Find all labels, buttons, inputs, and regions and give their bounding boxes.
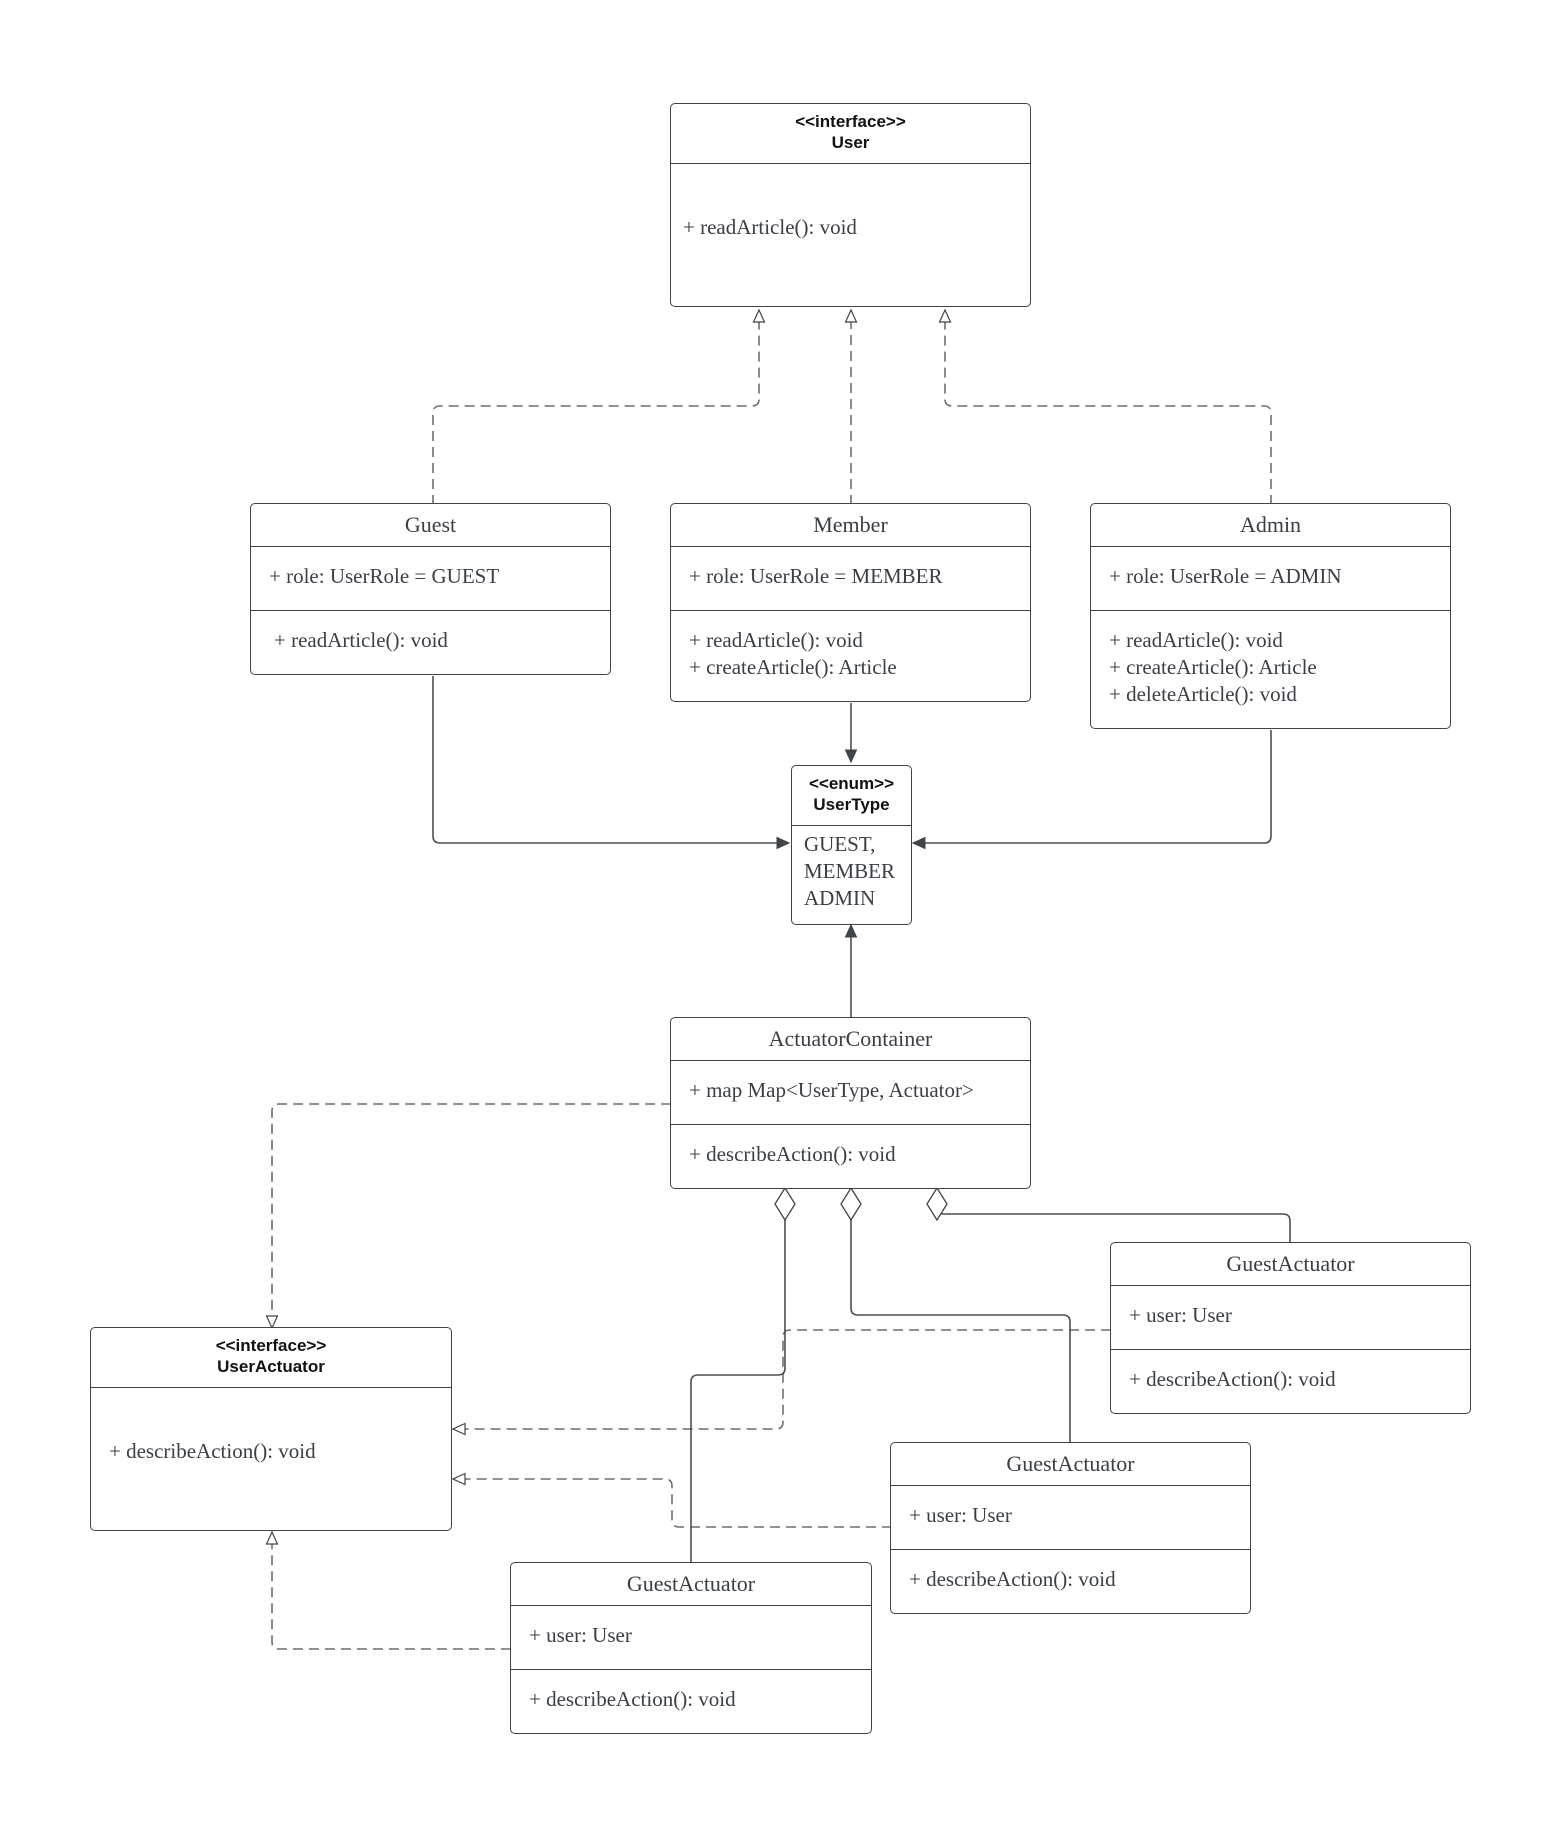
usertype-name: UserType [813, 795, 890, 814]
admin-method: + createArticle(): Article [1109, 655, 1317, 679]
member-method: + createArticle(): Article [689, 655, 897, 679]
actuator-container-name: ActuatorContainer [768, 1026, 933, 1051]
usertype-value: GUEST, [804, 832, 876, 856]
user-actuator-stereotype: <<interface>> [215, 1336, 327, 1355]
aggregation-middle-actuator [851, 1188, 1071, 1443]
member-attribute: + role: UserRole = MEMBER [689, 564, 943, 588]
usertype-value: MEMBER [804, 859, 896, 883]
actuator-container-attribute: + map Map<UserType, Actuator> [689, 1078, 974, 1102]
guest-actuator-bottom-method: + describeAction(): void [529, 1687, 736, 1711]
dependency-container-to-user-actuator [272, 1103, 671, 1328]
usertype-stereotype: <<enum>> [808, 774, 895, 793]
guest-actuator-right-name: GuestActuator [1226, 1251, 1355, 1276]
user-stereotype: <<interface>> [795, 112, 906, 131]
guest-actuator-right-method: + describeAction(): void [1129, 1367, 1336, 1391]
user-actuator-method: + describeAction(): void [109, 1439, 316, 1463]
association-admin-to-usertype [913, 730, 1272, 843]
member-method: + readArticle(): void [689, 628, 863, 652]
guest-actuator-middle-name: GuestActuator [1006, 1451, 1135, 1476]
enum-usertype[interactable]: <<enum>> UserType GUEST, MEMBER ADMIN [791, 765, 912, 925]
class-guest[interactable]: Guest + role: UserRole = GUEST + readArt… [250, 503, 611, 675]
realization-admin-to-user [945, 310, 1272, 505]
aggregation-bottom-actuator [690, 1188, 785, 1563]
guest-actuator-middle-method: + describeAction(): void [909, 1567, 1116, 1591]
realization-middle-actuator-to-user-actuator [453, 1479, 892, 1528]
guest-class-name: Guest [404, 512, 457, 537]
guest-attribute: + role: UserRole = GUEST [269, 564, 500, 588]
aggregation-right-actuator [937, 1188, 1291, 1243]
admin-class-name: Admin [1239, 512, 1302, 537]
guest-method: + readArticle(): void [274, 628, 448, 652]
admin-method: + deleteArticle(): void [1109, 682, 1297, 706]
class-guest-actuator-middle[interactable]: GuestActuator + user: User + describeAct… [890, 1442, 1251, 1614]
guest-actuator-bottom-attribute: + user: User [529, 1623, 632, 1647]
member-class-name: Member [813, 512, 888, 537]
usertype-value: ADMIN [804, 886, 876, 910]
class-actuator-container[interactable]: ActuatorContainer + map Map<UserType, Ac… [670, 1017, 1031, 1189]
class-member[interactable]: Member + role: UserRole = MEMBER + readA… [670, 503, 1031, 702]
user-method: + readArticle(): void [683, 215, 857, 239]
guest-actuator-bottom-name: GuestActuator [626, 1571, 756, 1596]
association-guest-to-usertype [432, 676, 789, 843]
class-guest-actuator-bottom[interactable]: GuestActuator + user: User + describeAct… [510, 1562, 872, 1734]
realization-guest-to-user [432, 310, 759, 505]
class-admin[interactable]: Admin + role: UserRole = ADMIN + readArt… [1090, 503, 1451, 729]
class-guest-actuator-right[interactable]: GuestActuator + user: User + describeAct… [1110, 1242, 1471, 1414]
class-user-actuator-interface[interactable]: <<interface>> UserActuator + describeAct… [90, 1327, 452, 1531]
admin-method: + readArticle(): void [1109, 628, 1283, 652]
user-class-name: User [831, 133, 870, 152]
guest-actuator-right-attribute: + user: User [1129, 1303, 1232, 1327]
guest-actuator-middle-attribute: + user: User [909, 1503, 1012, 1527]
user-actuator-name: UserActuator [217, 1357, 325, 1376]
admin-attribute: + role: UserRole = ADMIN [1109, 564, 1342, 588]
realization-bottom-actuator-to-user-actuator [272, 1532, 511, 1650]
actuator-container-method: + describeAction(): void [689, 1142, 896, 1166]
class-user-interface[interactable]: <<interface>> User + readArticle(): void [670, 103, 1031, 307]
realization-right-actuator-to-user-actuator [453, 1329, 1111, 1429]
